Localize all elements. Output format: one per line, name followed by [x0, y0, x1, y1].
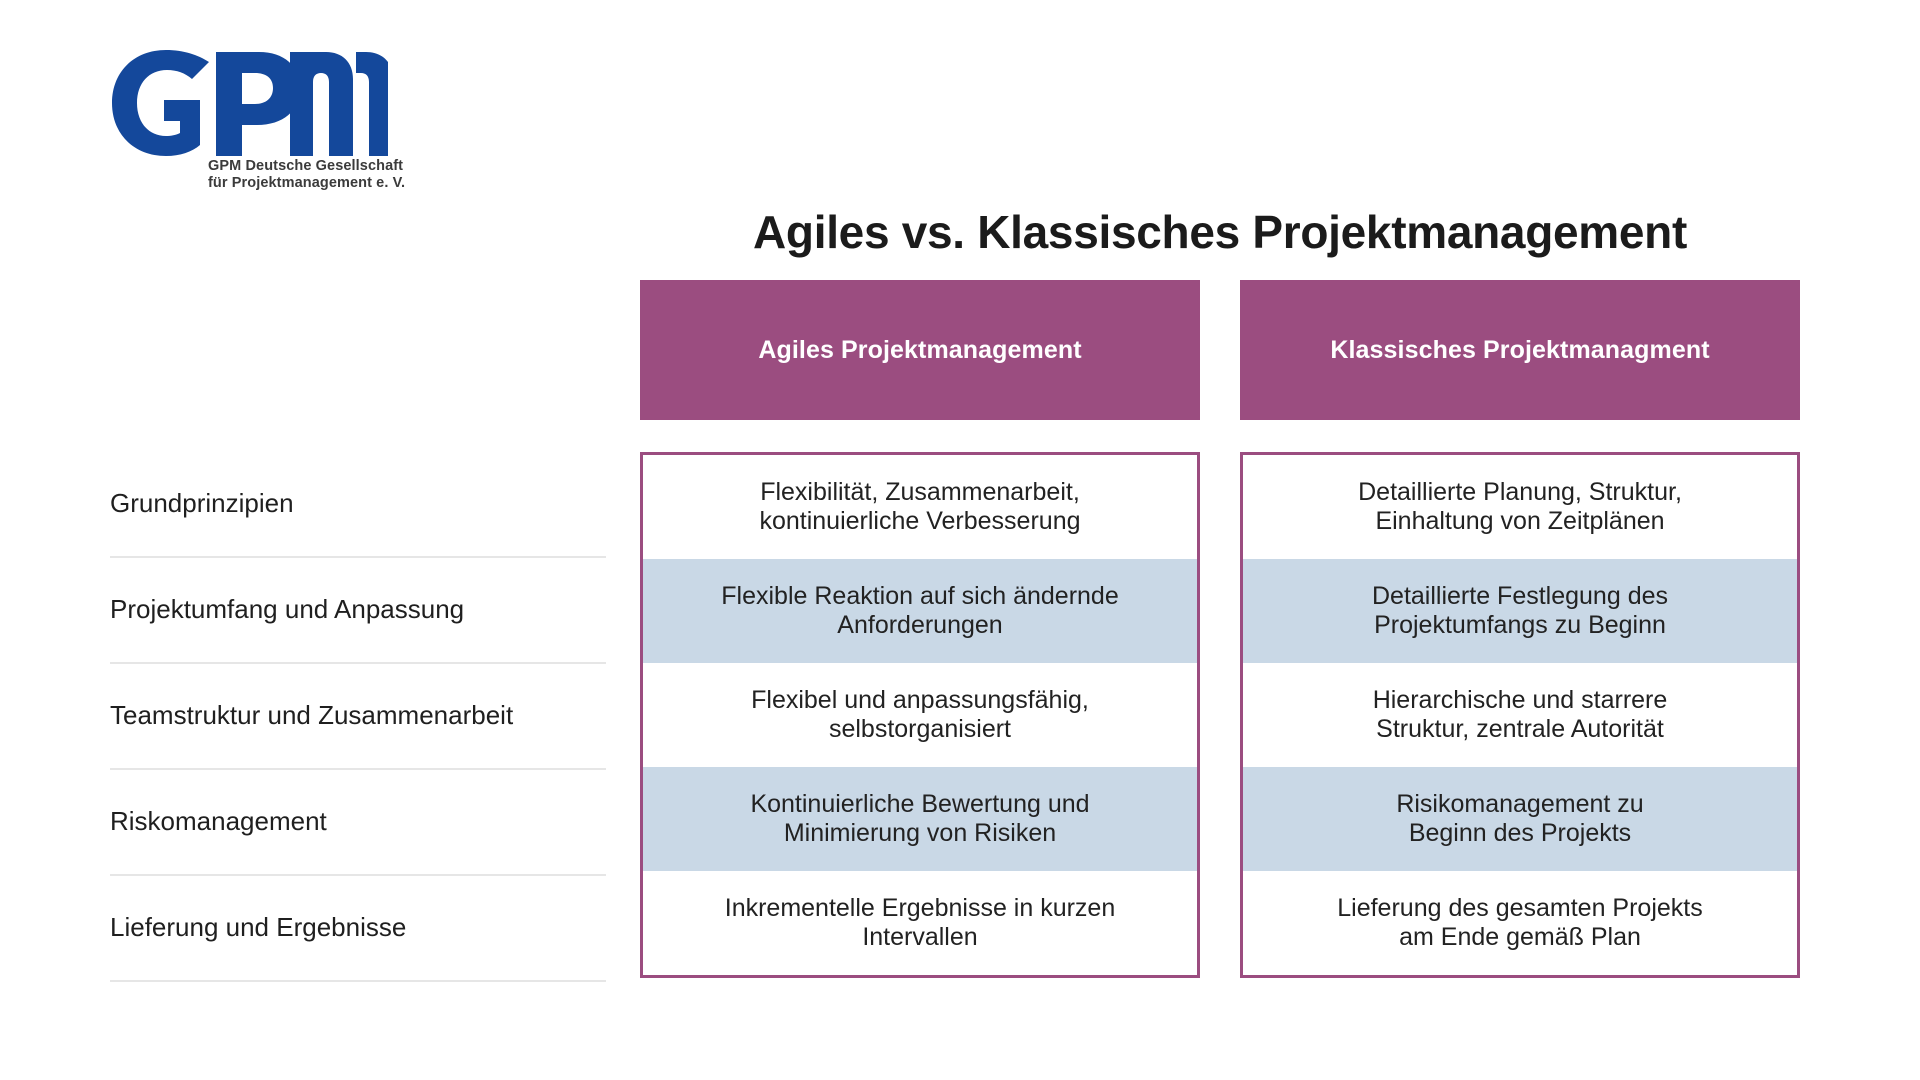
table-cell: Hierarchische und starrere Struktur, zen…: [1243, 663, 1797, 767]
table-cell: Flexibilität, Zusammenarbeit, kontinuier…: [643, 455, 1197, 559]
criteria-label: Riskomanagement: [110, 806, 327, 837]
table-cell: Flexible Reaktion auf sich ändernde Anfo…: [643, 559, 1197, 663]
comparison-column-agile: Agiles Projektmanagement Flexibilität, Z…: [640, 280, 1200, 978]
cell-text: Flexibel und anpassungsfähig, selbstorga…: [751, 685, 1089, 744]
criteria-row: Teamstruktur und Zusammenarbeit: [110, 664, 606, 770]
table-cell: Risikomanagement zu Beginn des Projekts: [1243, 767, 1797, 871]
gpm-logo: GPM Deutsche Gesellschaft für Projektman…: [108, 48, 468, 208]
cell-text: Detaillierte Planung, Struktur, Einhaltu…: [1358, 477, 1682, 536]
cell-text: Detaillierte Festlegung des Projektumfan…: [1372, 581, 1668, 640]
gpm-wordmark-icon: [112, 50, 388, 156]
cell-text: Flexible Reaktion auf sich ändernde Anfo…: [721, 581, 1119, 640]
cell-text: Risikomanagement zu Beginn des Projekts: [1396, 789, 1644, 848]
criteria-label: Lieferung und Ergebnisse: [110, 912, 407, 943]
comparison-cells-agile: Flexibilität, Zusammenarbeit, kontinuier…: [640, 452, 1200, 978]
comparison-column-classic: Klassisches Projektmanagment Detailliert…: [1240, 280, 1800, 978]
page-title: Agiles vs. Klassisches Projektmanagement: [753, 205, 1687, 258]
cell-text: Hierarchische und starrere Struktur, zen…: [1372, 685, 1668, 744]
table-cell: Kontinuierliche Bewertung und Minimierun…: [643, 767, 1197, 871]
table-cell: Detaillierte Festlegung des Projektumfan…: [1243, 559, 1797, 663]
criteria-row: Lieferung und Ergebnisse: [110, 876, 606, 982]
cell-text: Lieferung des gesamten Projekts am Ende …: [1337, 893, 1703, 952]
column-header-label: Agiles Projektmanagement: [758, 336, 1082, 364]
column-header-classic: Klassisches Projektmanagment: [1240, 280, 1800, 420]
column-header-label: Klassisches Projektmanagment: [1330, 336, 1710, 364]
logo-subtitle: GPM Deutsche Gesellschaft für Projektman…: [208, 158, 478, 192]
criteria-label: Teamstruktur und Zusammenarbeit: [110, 700, 514, 731]
logo-subtitle-line-1: GPM Deutsche Gesellschaft: [208, 158, 404, 174]
table-cell: Flexibel und anpassungsfähig, selbstorga…: [643, 663, 1197, 767]
criteria-label: Grundprinzipien: [110, 488, 294, 519]
criteria-row: Grundprinzipien: [110, 452, 606, 558]
criteria-column: Grundprinzipien Projektumfang und Anpass…: [110, 452, 606, 982]
cell-text: Inkrementelle Ergebnisse in kurzen Inter…: [724, 893, 1116, 952]
criteria-row: Riskomanagement: [110, 770, 606, 876]
criteria-row: Projektumfang und Anpassung: [110, 558, 606, 664]
table-cell: Detaillierte Planung, Struktur, Einhaltu…: [1243, 455, 1797, 559]
table-cell: Inkrementelle Ergebnisse in kurzen Inter…: [643, 871, 1197, 975]
column-header-agile: Agiles Projektmanagement: [640, 280, 1200, 420]
criteria-label: Projektumfang und Anpassung: [110, 594, 465, 625]
comparison-cells-classic: Detaillierte Planung, Struktur, Einhaltu…: [1240, 452, 1800, 978]
cell-text: Flexibilität, Zusammenarbeit, kontinuier…: [759, 477, 1081, 536]
table-cell: Lieferung des gesamten Projekts am Ende …: [1243, 871, 1797, 975]
logo-subtitle-line-2: für Projektmanagement e. V.: [208, 175, 406, 192]
cell-text: Kontinuierliche Bewertung und Minimierun…: [750, 789, 1090, 848]
